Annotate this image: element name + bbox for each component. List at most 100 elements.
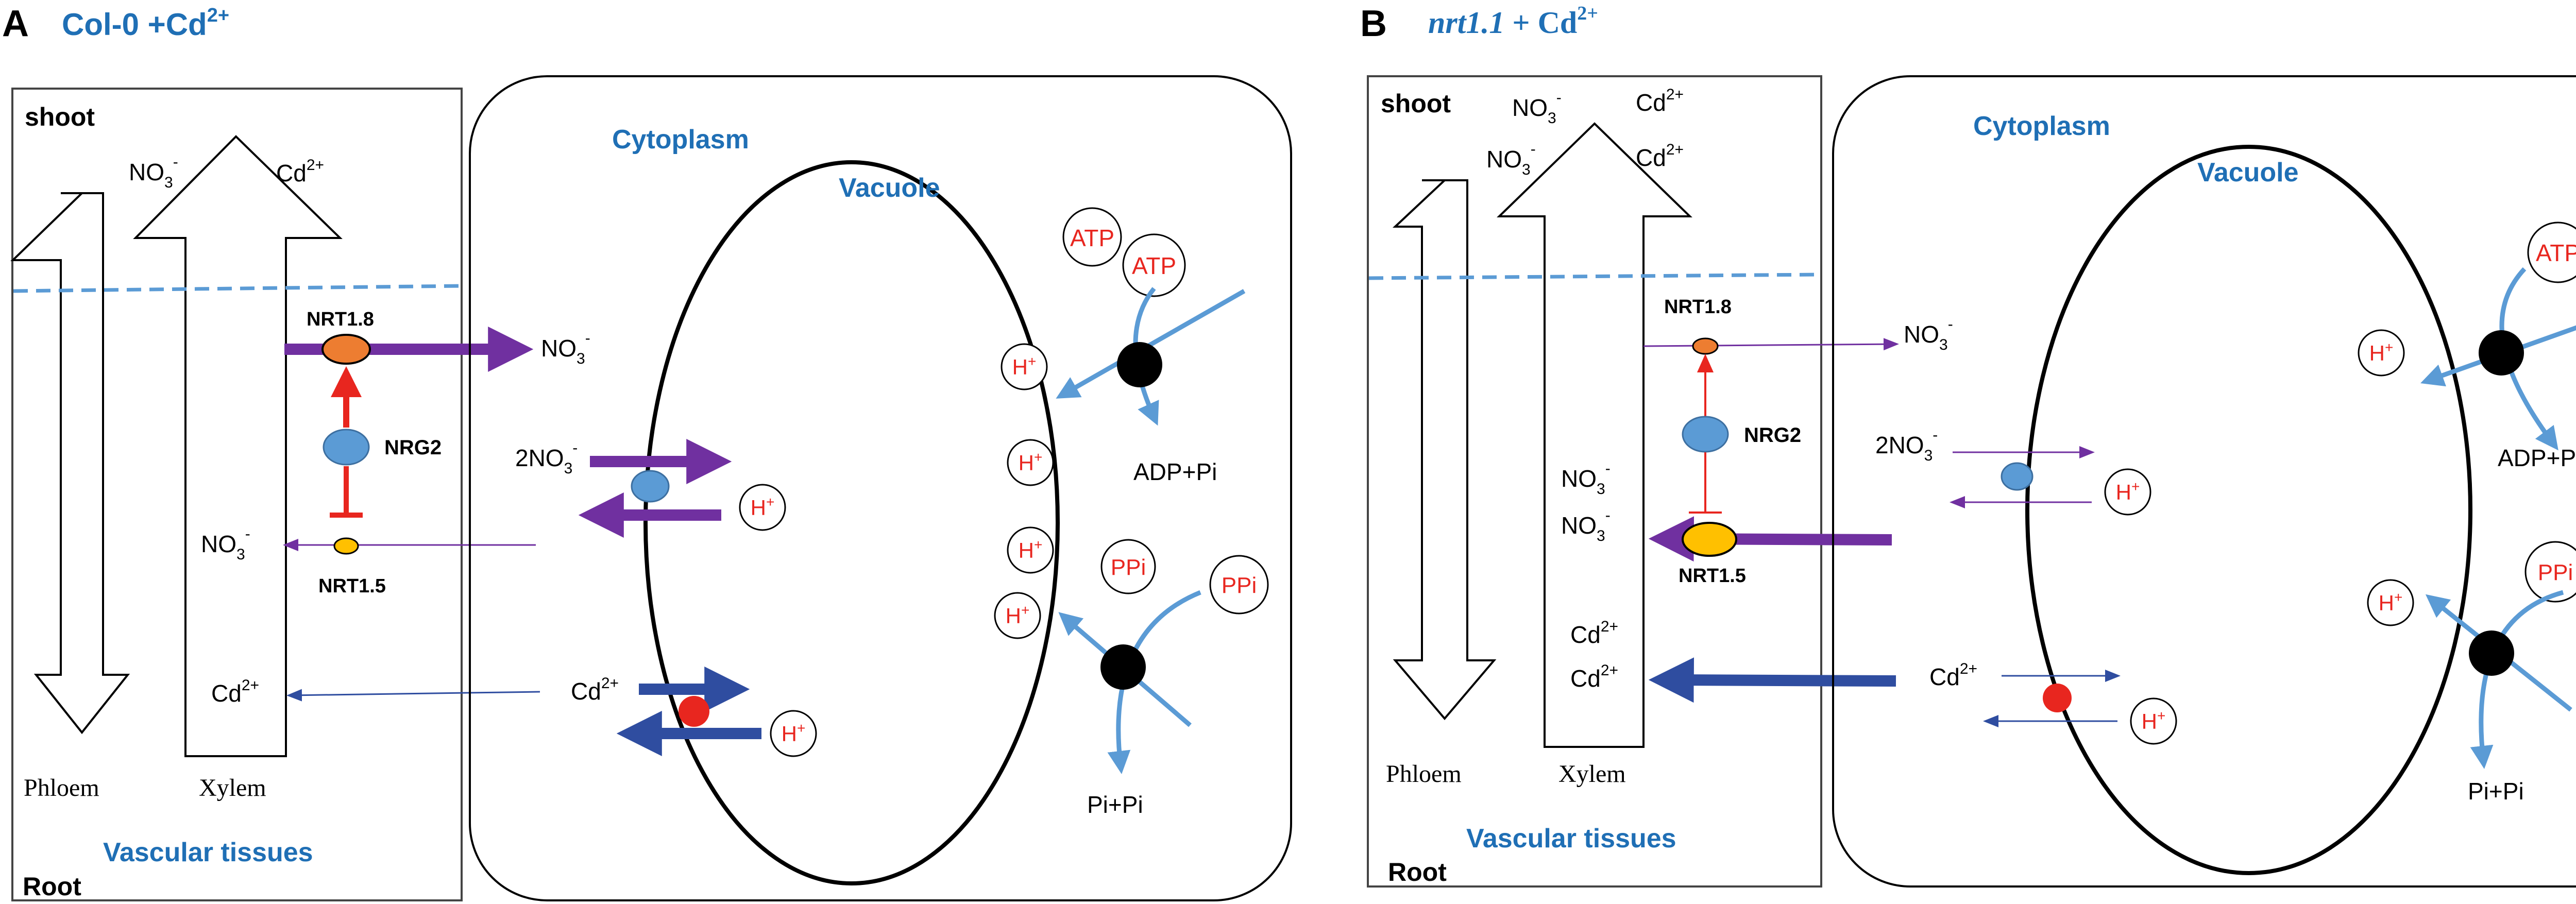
nrt18-transporter	[1692, 337, 1719, 355]
vacuole-label: Vacuole	[2197, 158, 2299, 187]
h-ion-circle	[1007, 526, 1054, 574]
adp-pi-label: ADP+Pi	[1133, 458, 1217, 485]
panel-letter: A	[2, 3, 29, 44]
shoot-label: shoot	[1381, 89, 1451, 118]
nrt15-transporter	[1682, 522, 1737, 557]
cd-in-label: Cd2+	[1570, 662, 1618, 692]
cd-in-label: Cd2+	[211, 677, 259, 707]
adp-pi-label: ADP+Pi	[2498, 445, 2576, 471]
ppi-label: PPi	[1222, 573, 1257, 598]
cd-vacuole-label: Cd2+	[1929, 660, 1977, 690]
cytoplasm-label: Cytoplasm	[612, 125, 749, 155]
nrt15-transporter	[333, 537, 359, 555]
h-ion-circle	[1007, 439, 1054, 486]
v-atpase-pump	[2479, 330, 2524, 376]
h-ion-circle	[2358, 329, 2405, 377]
v-ppase-pump	[1100, 644, 1146, 690]
v-atpase-proton-arrow	[1056, 289, 1246, 399]
shoot-label: shoot	[25, 103, 95, 131]
cell-outline	[469, 75, 1292, 901]
shoot-root-boundary	[1368, 272, 1822, 280]
phloem-arrow	[10, 192, 130, 735]
nrg2-label: NRG2	[384, 436, 442, 459]
v-atpase-pump	[1117, 342, 1162, 387]
root-label: Root	[23, 872, 81, 901]
nrg2-protein	[1682, 416, 1729, 453]
nrt18-label: NRT1.8	[1664, 296, 1732, 318]
vacuole	[643, 160, 1060, 885]
top-no3-label: NO3-	[129, 153, 178, 191]
two-no3-label: 2NO3-	[1875, 427, 1938, 464]
h-ion-label: H+	[1019, 449, 1043, 475]
top-cd-label: Cd2+	[276, 157, 324, 186]
v-ppase-pump	[2469, 630, 2514, 676]
nrt15-label: NRT1.5	[318, 575, 386, 597]
nrg2-label: NRG2	[1744, 424, 1801, 447]
h-ion-circle	[739, 484, 786, 531]
no3-in-label: NO3-	[1561, 507, 1611, 544]
nrt18-label: NRT1.8	[307, 309, 374, 330]
vacuole-label: Vacuole	[839, 173, 940, 203]
vascular-box	[11, 88, 463, 901]
no3-out-label: NO3-	[1904, 316, 1953, 353]
cd-vacuole-label: Cd2+	[571, 675, 619, 705]
cytoplasm-label: Cytoplasm	[1973, 111, 2110, 141]
nrt18-efflux-arrow	[1643, 338, 1899, 351]
atp-circle	[1062, 207, 1122, 267]
root-label: Root	[1388, 858, 1447, 886]
atp-label: ATP	[2536, 240, 2576, 266]
xylem-label: Xylem	[199, 774, 266, 801]
top-no3-label: NO3-	[1486, 141, 1536, 178]
cd-xylem-arrow	[1648, 657, 1896, 703]
xylem-arrow	[133, 135, 343, 757]
xylem-arrow	[1497, 122, 1692, 748]
h-ion-label: H+	[1019, 537, 1043, 562]
cell-outline	[1832, 75, 2576, 888]
panel-letter: B	[1360, 3, 1387, 44]
atp-label: ATP	[1070, 225, 1114, 251]
cd-h-antiporter	[679, 696, 709, 727]
panel-a: A Col-0 +Cd2+ shoot Root Vascular tissue…	[2, 3, 1292, 901]
nrt15-label: NRT1.5	[1679, 565, 1746, 587]
phloem-arrow	[1392, 179, 1497, 721]
ppi-circle	[2524, 541, 2576, 603]
pi-pi-label: Pi+Pi	[2468, 778, 2524, 805]
h-ion-circle	[2104, 468, 2151, 516]
atp-circle	[2527, 221, 2576, 283]
h-ion-label: H+	[1012, 353, 1037, 379]
no3-in-label: NO3-	[201, 525, 250, 563]
h-ion-label: H+	[2116, 479, 2140, 504]
top-no3-label: NO3-	[1512, 89, 1562, 127]
h-ion-label: H+	[2379, 589, 2403, 615]
nrg2-protein	[323, 429, 370, 466]
h-ion-label: H+	[751, 494, 775, 520]
vacuole	[2025, 145, 2472, 875]
phloem-label: Phloem	[24, 774, 99, 801]
h-ion-circle	[2367, 579, 2414, 626]
h-ion-circle	[770, 710, 817, 757]
vascular-box	[1367, 75, 1822, 888]
no3-out-label: NO3-	[541, 330, 590, 367]
ppi-label: PPi	[1111, 555, 1146, 580]
h-ion-label: H+	[2369, 339, 2394, 365]
ppi-circle	[1100, 539, 1156, 594]
h-ion-circle	[994, 592, 1041, 639]
h-ion-label: H+	[2142, 708, 2166, 734]
ppi-label: PPi	[2538, 560, 2573, 585]
vascular-tissues-label: Vascular tissues	[103, 838, 313, 867]
atp-label: ATP	[1132, 252, 1176, 279]
v-ppase-hydrolysis-arrow	[2470, 590, 2564, 769]
cd-xylem-arrow	[286, 689, 540, 702]
h-ion-circle	[2130, 697, 2177, 745]
h-ion-label: H+	[782, 720, 806, 746]
cd-h-antiporter	[2043, 684, 2072, 712]
h-ion-label: H+	[1006, 602, 1030, 628]
panel-title: Col-0 +Cd2+	[62, 5, 229, 42]
phloem-label: Phloem	[1386, 760, 1462, 788]
vascular-tissues-label: Vascular tissues	[1466, 824, 1676, 854]
pi-pi-label: Pi+Pi	[1087, 791, 1143, 818]
cd-in-label: Cd2+	[1570, 618, 1618, 648]
shoot-root-boundary	[13, 284, 462, 293]
h-ion-circle	[1001, 343, 1048, 390]
